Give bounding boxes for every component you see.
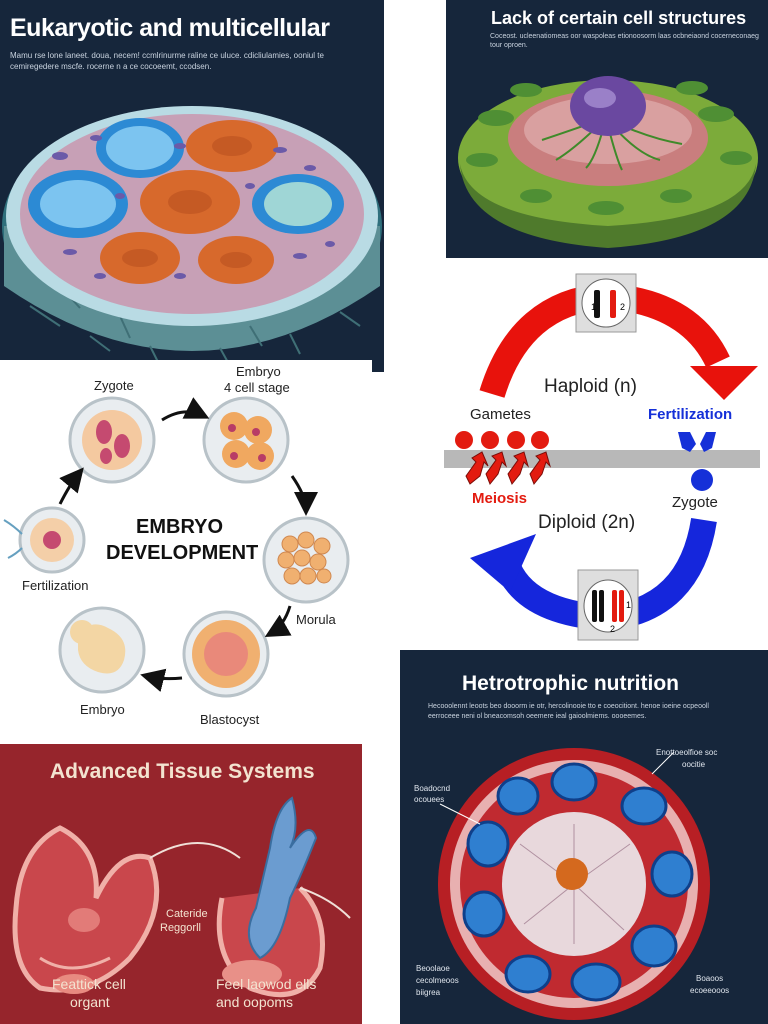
life-cycle-diagram [444, 273, 760, 641]
panel-hetrotrophic-nutrition: Hetrotrophic nutrition Hecooolennt leoot… [400, 650, 768, 1024]
tissue-illustration [12, 796, 351, 998]
tissue-label-right-line1: Feel laowod ells [216, 976, 317, 992]
eukaryotic-cell-illustration [2, 106, 382, 367]
embryo-cycle-diagram [3, 396, 350, 698]
chromosome-top-label-2: 2 [620, 302, 626, 312]
panel-eukaryotic: Eukaryotic and multicellular Mamu rse lo… [0, 0, 384, 372]
haploid-label: Haploid (n) [544, 376, 637, 397]
embryo-center-title-line2: DEVELOPMENT [106, 542, 259, 564]
nutrition-cell-illustration [438, 748, 710, 1020]
embryo-stage-label: Embryo [80, 702, 125, 717]
panel-lack-structures: Lack of certain cell structures Coceost.… [446, 0, 768, 258]
panel-embryo-development: EMBRYO DEVELOPMENT Zygote Embryo 4 cell … [0, 360, 372, 738]
lack-blurb: Coceost. ucleenatiomeas oor waspoleas et… [490, 33, 759, 49]
lack-title: Lack of certain cell structures [491, 8, 747, 28]
hetro-label-l-line2: ocouees [414, 795, 445, 804]
diploid-label: Diploid (2n) [538, 512, 636, 533]
hetro-label-bl-line2: cecolmeoos [416, 976, 459, 985]
plant-cell-illustration [458, 76, 758, 248]
membrane-bar [444, 450, 760, 468]
four-cell-label-line1: Embryo [236, 364, 281, 379]
tissue-label-center-line2: Reggorll [160, 922, 201, 934]
eukaryotic-blurb: Mamu rse lone laneet. doua, necem! ccmlr… [10, 51, 324, 71]
hetro-title: Hetrotrophic nutrition [462, 672, 679, 695]
hetro-label-br-line2: ecoeeooos [690, 986, 730, 995]
hetro-label-l-line1: Boadocnd [414, 784, 451, 793]
hetro-blurb: Hecooolennt leoots beo dooorm ie otr, he… [428, 703, 709, 720]
blastocyst-label: Blastocyst [200, 712, 260, 727]
morula-label: Morula [296, 612, 336, 627]
tissue-title: Advanced Tissue Systems [50, 760, 315, 783]
four-cell-label-line2: 4 cell stage [224, 380, 290, 395]
chromosome-bottom-label-2: 2 [610, 624, 616, 634]
zygote-stage-label: Zygote [94, 378, 134, 393]
tissue-label-right-line2: and oopoms [216, 994, 294, 1010]
panel-tissue-systems: Advanced Tissue Systems Cateride Reggorl… [0, 744, 362, 1024]
tissue-label-center-line1: Cateride [166, 908, 208, 920]
hetro-label-tr-line2: oocitie [682, 760, 706, 769]
tissue-label-left-line2: organt [70, 994, 110, 1010]
hetro-label-bl-line1: Beoolaoe [416, 964, 450, 973]
gametes-label: Gametes [470, 406, 531, 423]
zygote-label: Zygote [672, 494, 718, 511]
tissue-label-left-line1: Feattick cell [52, 976, 126, 992]
meiosis-label: Meiosis [472, 490, 528, 507]
embryo-center-title-line1: EMBRYO [136, 516, 224, 538]
hetro-label-br-line1: Boaoos [696, 974, 724, 983]
eukaryotic-title: Eukaryotic and multicellular [10, 14, 330, 42]
hetro-label-tr-line1: Enottoeolfioe soc [656, 748, 718, 757]
fertilization-stage-label: Fertilization [22, 578, 89, 593]
chromosome-top-label-1: 1 [591, 302, 597, 312]
chromosome-bottom-label-1: 1 [626, 600, 632, 610]
hetro-label-bl-line3: biigrea [416, 988, 441, 997]
fertilization-label: Fertilization [648, 406, 733, 423]
panel-life-cycle: 1 2 1 2 Haploid (n) Gametes Fertilizatio… [440, 262, 768, 646]
